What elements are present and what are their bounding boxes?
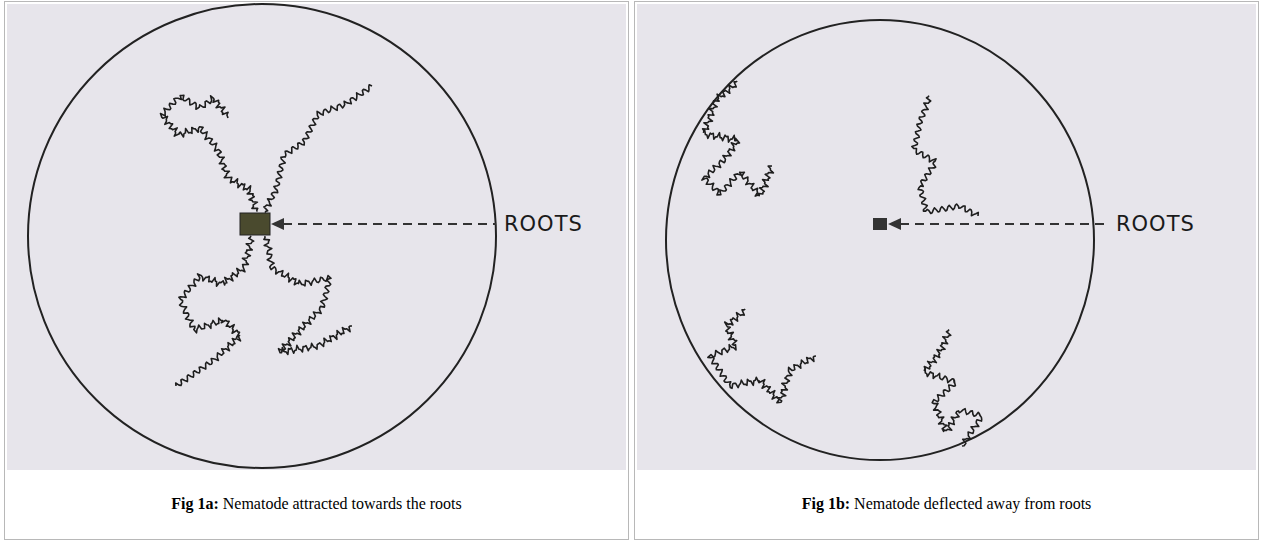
caption-text: Nematode attracted towards the roots: [223, 495, 462, 512]
leader-arrowhead: [271, 218, 284, 230]
leader-line: [283, 223, 496, 225]
caption-text: Nematode deflected away from roots: [854, 495, 1091, 512]
panel-frame: [635, 2, 1259, 540]
nematode-track: [924, 330, 981, 447]
nematode-track: [161, 95, 258, 212]
figure-caption: Fig 1a:Nematode attracted towards the ro…: [5, 494, 628, 513]
roots-label: ROOTS: [504, 214, 583, 235]
root-piece: [873, 218, 887, 230]
nematode-track: [912, 96, 979, 216]
roots-label: ROOTS: [1116, 214, 1195, 235]
photo-ground: [637, 4, 1256, 470]
nematode-track: [264, 85, 372, 213]
leader-line: [900, 223, 1108, 225]
root-piece: [240, 213, 270, 235]
figure-caption: Fig 1b:Nematode deflected away from root…: [635, 494, 1258, 513]
leader-arrowhead: [888, 218, 901, 230]
nematode-tracks: [161, 81, 982, 446]
panel-frame: [5, 2, 629, 540]
nematode-track: [264, 236, 352, 354]
petri-dish: [666, 20, 1094, 460]
figure-number: Fig 1a:: [171, 495, 219, 512]
nematode-track: [708, 309, 816, 403]
nematode-track: [176, 236, 254, 386]
nematode-track: [702, 81, 774, 196]
photo-ground: [7, 4, 626, 470]
petri-dish: [28, 4, 496, 468]
figure-number: Fig 1b:: [802, 495, 850, 512]
